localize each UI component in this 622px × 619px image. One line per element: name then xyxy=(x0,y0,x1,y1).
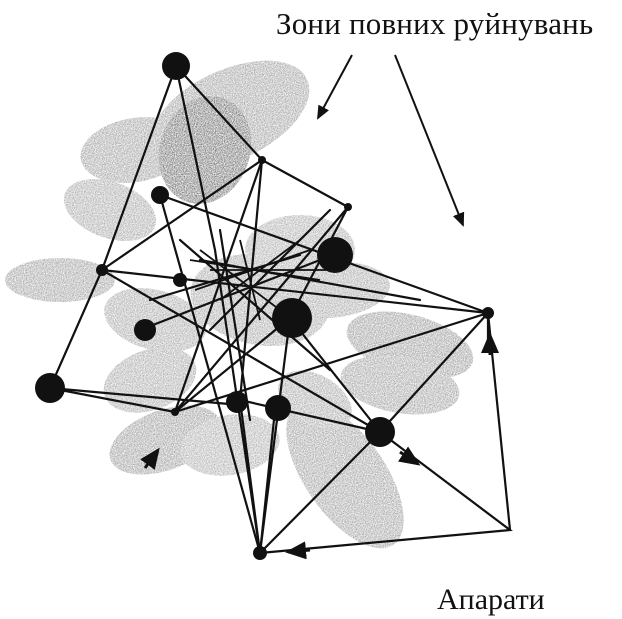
zone-shape xyxy=(340,355,460,415)
hub-line xyxy=(239,239,261,321)
connection-lines xyxy=(48,64,513,555)
network-edge xyxy=(48,386,177,414)
network-edge xyxy=(238,398,262,555)
network-edge xyxy=(238,398,382,434)
device-node xyxy=(134,319,156,341)
network-edge xyxy=(238,158,264,402)
zones-of-destruction-label: Зони повних руйнувань xyxy=(276,6,594,41)
network-edge xyxy=(100,158,264,272)
device-node xyxy=(96,264,108,276)
device-node xyxy=(365,417,395,447)
device-node xyxy=(151,186,169,204)
network-edge xyxy=(158,193,262,555)
zone-shape xyxy=(278,370,352,430)
network-edge xyxy=(174,64,262,555)
device-node xyxy=(226,391,248,413)
device-node xyxy=(272,298,312,338)
devices xyxy=(35,52,494,560)
central-hub xyxy=(189,239,330,321)
network-edge xyxy=(173,311,490,414)
network-edge xyxy=(218,228,252,422)
zone-shape xyxy=(103,347,197,413)
network-edge xyxy=(260,158,350,209)
zone-shape xyxy=(104,288,206,352)
network-edge xyxy=(174,64,264,162)
network-edge xyxy=(378,311,490,434)
hub-line xyxy=(199,249,281,311)
label-pointers xyxy=(317,54,465,227)
device-node xyxy=(317,237,353,273)
flow-arrow xyxy=(140,447,160,470)
device-node xyxy=(344,203,352,211)
zone-shape xyxy=(63,178,157,242)
device-node xyxy=(162,52,190,80)
device-node xyxy=(173,273,187,287)
device-node xyxy=(35,373,65,403)
device-node xyxy=(258,156,266,164)
pointer-arrow-right xyxy=(394,54,465,227)
network-edge xyxy=(173,316,292,414)
network-edge xyxy=(258,430,382,555)
device-node xyxy=(482,307,494,319)
devices-label: Апарати xyxy=(437,583,545,616)
flow-arrow xyxy=(285,541,311,560)
network-edge xyxy=(288,316,382,434)
pointer-arrow-left xyxy=(317,54,353,120)
device-node xyxy=(171,408,179,416)
network-edge xyxy=(173,158,264,414)
device-node xyxy=(253,546,267,560)
network-edge xyxy=(100,268,490,315)
network-edge xyxy=(100,268,382,434)
zone-shape xyxy=(5,258,115,302)
flow-arrow xyxy=(398,446,421,466)
zone-shape xyxy=(286,401,404,549)
device-node xyxy=(265,395,291,421)
network-edge xyxy=(258,316,292,555)
flow-arrows xyxy=(140,332,499,560)
